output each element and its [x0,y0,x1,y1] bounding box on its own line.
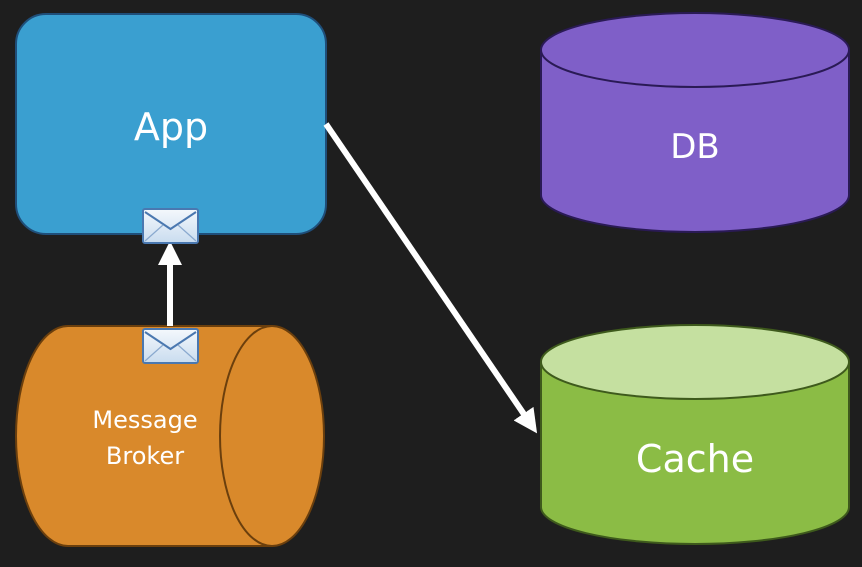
broker-cylinder-end [219,325,273,547]
app-label: App [134,105,208,149]
db-label: DB [670,127,720,167]
cache-label: Cache [636,437,754,481]
arrow-app-to-cache [323,122,538,434]
db-node: DB [540,12,850,233]
app-node: App [15,13,327,235]
envelope-icon [142,208,199,244]
db-cylinder-top [540,12,850,88]
envelope-icon [142,328,199,364]
message-broker-node: Message Broker [15,325,325,547]
broker-label-line2: Broker [106,442,184,470]
cache-node: Cache [540,324,850,545]
cache-cylinder-top [540,324,850,400]
broker-label-line1: Message [92,406,197,434]
db-cylinder-body [540,50,850,233]
cache-cylinder-body [540,362,850,545]
